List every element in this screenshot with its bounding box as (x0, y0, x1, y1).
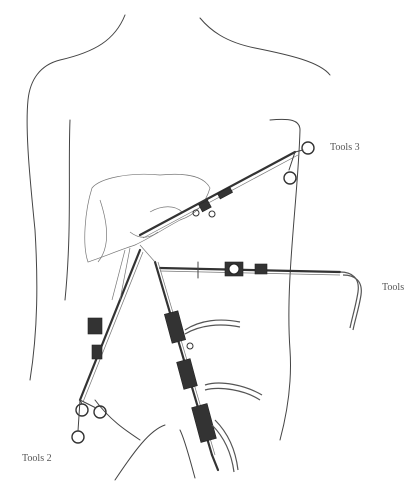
torso-outline (27, 15, 330, 480)
port-lines (112, 245, 155, 300)
organ-outline (85, 174, 210, 262)
instrument-tools-right (160, 262, 361, 330)
label-tools-2: Tools 2 (22, 453, 52, 464)
label-tools-3: Tools 3 (330, 142, 360, 153)
instrument-tools-3 (140, 142, 314, 238)
label-tools-right: Tools (382, 282, 404, 293)
instrument-center (155, 262, 262, 472)
